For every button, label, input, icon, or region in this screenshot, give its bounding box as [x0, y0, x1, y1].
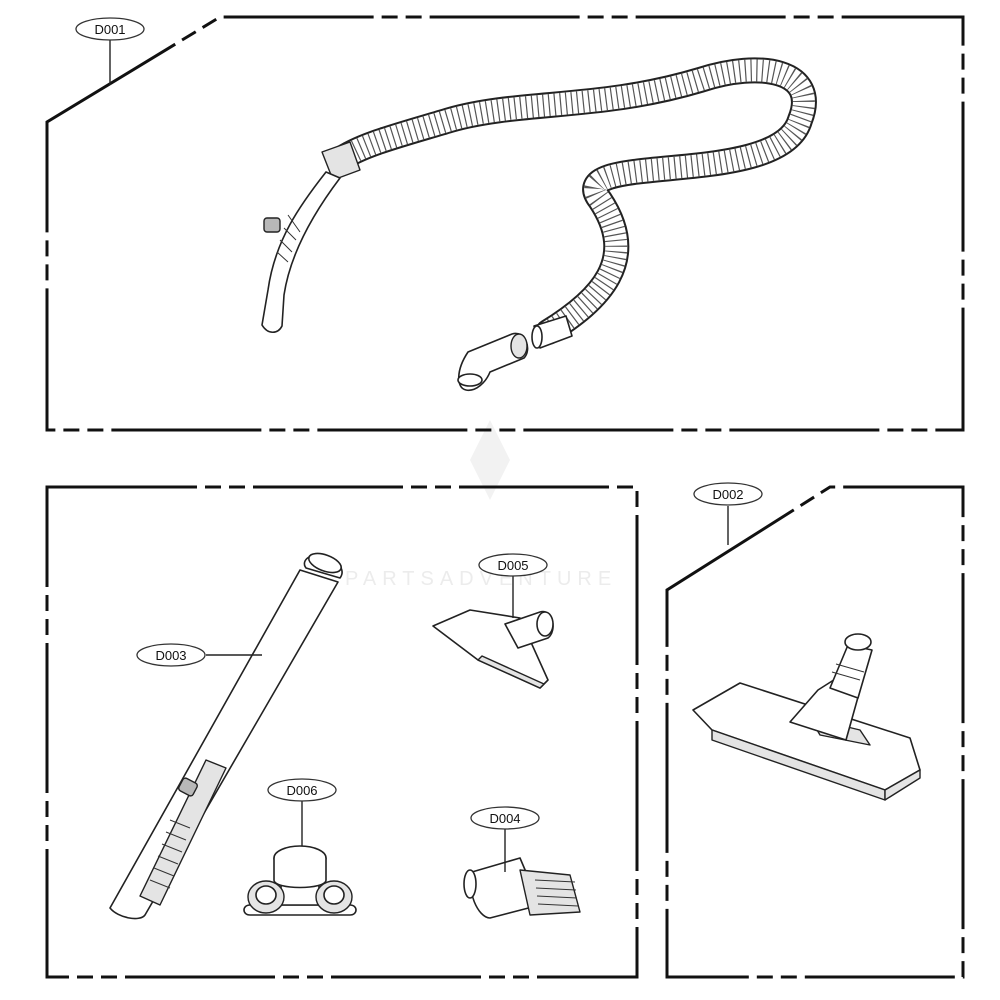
watermark-text: PARTSADVENTURE: [345, 568, 617, 590]
part-label-d004: D004: [470, 806, 540, 830]
part-label-text: D005: [497, 558, 528, 573]
part-label-d006: D006: [267, 778, 337, 802]
hose-assembly: [261, 57, 817, 392]
part-label-text: D003: [155, 648, 186, 663]
dusting-brush: [463, 857, 581, 919]
floor-nozzle: [692, 633, 921, 801]
part-label-d002: D002: [693, 482, 763, 506]
part-label-text: D004: [489, 811, 520, 826]
tool-holder-clip: [243, 845, 357, 916]
upholstery-nozzle: [432, 609, 554, 689]
part-label-text: D006: [286, 783, 317, 798]
part-label-text: D002: [712, 487, 743, 502]
part-label-d003: D003: [136, 643, 206, 667]
frame-floor-nozzle: [665, 485, 965, 979]
part-label-d005: D005: [478, 553, 548, 577]
watermark: PARTSADVENTURE: [345, 420, 617, 590]
frame-hose-assembly: [45, 15, 965, 432]
frame-accessories: [45, 485, 639, 979]
part-label-text: D001: [94, 22, 125, 37]
telescopic-tube: [109, 552, 343, 920]
part-label-d001: D001: [75, 17, 145, 41]
